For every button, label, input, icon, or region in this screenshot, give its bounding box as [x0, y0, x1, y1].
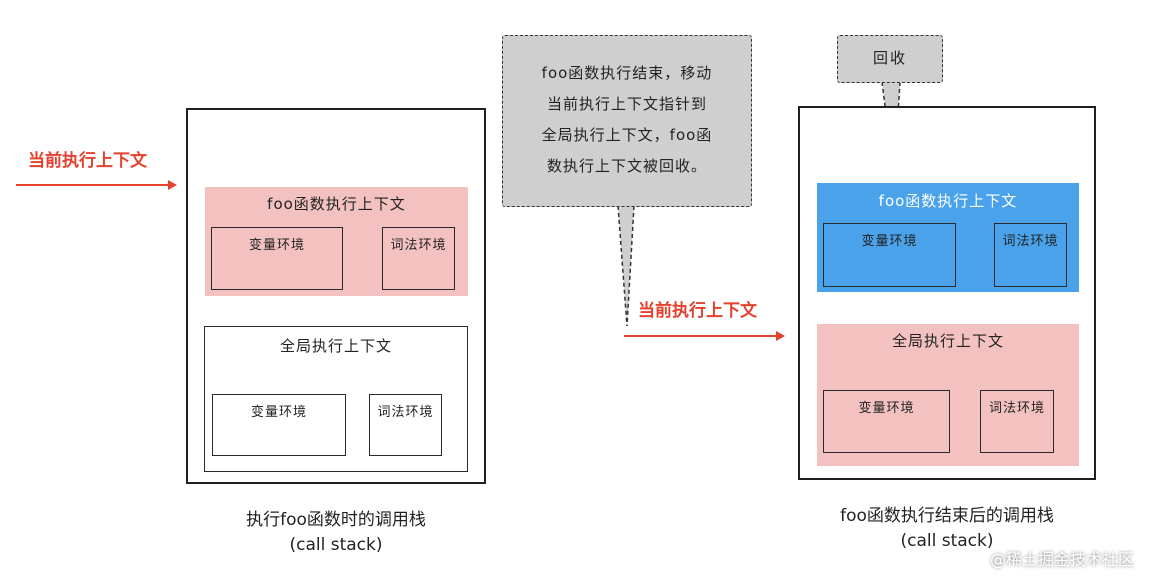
- left-stack-caption: 执行foo函数时的调用栈 (call stack): [186, 508, 486, 558]
- left-foo-context-title: foo函数执行上下文: [267, 195, 406, 213]
- right-foo-context-title: foo函数执行上下文: [878, 192, 1018, 210]
- left-foo-context: foo函数执行上下文 变量环境 词法环境: [205, 187, 468, 296]
- left-global-lexical-env: 词法环境: [369, 394, 442, 456]
- middle-current-context-label: 当前执行上下文: [638, 301, 757, 321]
- right-stack-caption-subtitle: (call stack): [900, 531, 994, 551]
- recycle-bubble: 回收: [837, 35, 943, 83]
- right-call-stack: foo函数执行上下文 变量环境 词法环境 全局执行上下文 变量环境 词法环境: [798, 106, 1096, 480]
- right-global-lexical-env: 词法环境: [980, 390, 1054, 453]
- right-global-variable-env: 变量环境: [823, 390, 950, 453]
- left-pointer-arrow: [16, 180, 177, 190]
- note-bubble-line-4: 数执行上下文被回收。: [546, 157, 707, 175]
- right-foo-context: foo函数执行上下文 变量环境 词法环境: [817, 183, 1079, 292]
- right-stack-caption-title: foo函数执行结束后的调用栈: [840, 506, 1054, 526]
- note-bubble-line-1: foo函数执行结束，移动: [541, 64, 713, 82]
- note-bubble-line-2: 当前执行上下文指针到: [546, 95, 707, 113]
- middle-pointer-arrow: [624, 331, 785, 341]
- watermark: @稀土掘金技术社区: [990, 550, 1135, 569]
- left-foo-variable-env: 变量环境: [211, 227, 343, 290]
- note-bubble: foo函数执行结束，移动 当前执行上下文指针到 全局执行上下文，foo函 数执行…: [502, 35, 752, 207]
- right-foo-lexical-env: 词法环境: [994, 223, 1067, 287]
- recycle-bubble-text: 回收: [872, 49, 907, 67]
- right-global-context: 全局执行上下文 变量环境 词法环境: [817, 324, 1079, 466]
- right-global-context-title: 全局执行上下文: [891, 332, 1004, 350]
- right-foo-variable-env: 变量环境: [823, 223, 956, 287]
- note-bubble-tail: [617, 205, 635, 327]
- left-global-context-title: 全局执行上下文: [279, 337, 392, 355]
- left-stack-caption-subtitle: (call stack): [289, 535, 383, 555]
- left-global-variable-env: 变量环境: [212, 394, 346, 456]
- left-stack-caption-title: 执行foo函数时的调用栈: [246, 510, 426, 530]
- right-stack-caption: foo函数执行结束后的调用栈 (call stack): [798, 504, 1096, 554]
- left-foo-lexical-env: 词法环境: [382, 227, 455, 290]
- left-global-context: 全局执行上下文 变量环境 词法环境: [204, 326, 468, 472]
- left-call-stack: foo函数执行上下文 变量环境 词法环境 全局执行上下文 变量环境 词法环境: [186, 108, 486, 484]
- note-bubble-line-3: 全局执行上下文，foo函: [541, 126, 713, 144]
- left-current-context-label: 当前执行上下文: [28, 151, 147, 171]
